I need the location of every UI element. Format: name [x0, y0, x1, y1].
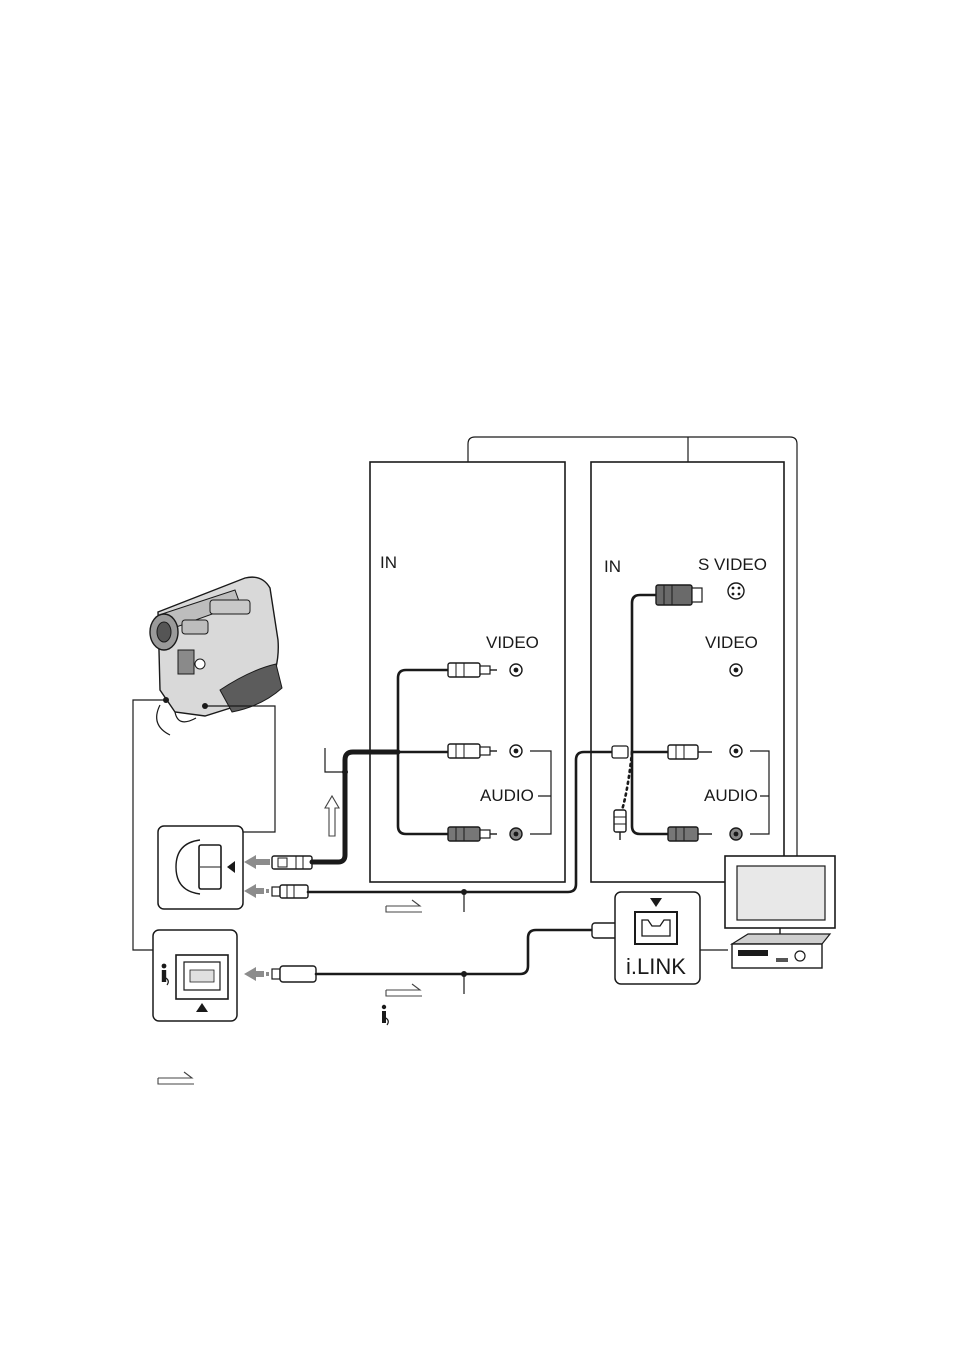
plug-insert-arrows: [244, 855, 270, 981]
legend-flow-arrow-icon: [158, 1072, 194, 1084]
jack-audio-r-left: [510, 828, 522, 840]
ilink-device-port: i.LINK: [615, 892, 700, 984]
dv-ilink-connector: [153, 930, 237, 1021]
av-remote-connector: [158, 826, 243, 909]
jack-audio-l-left: [510, 745, 522, 757]
insert-arrow-av-icon: [244, 855, 270, 869]
ilink-device-label: i.LINK: [626, 954, 686, 979]
flow-arrow-up-icon: [325, 796, 339, 836]
signal-flow-arrow-ilink-icon: [386, 984, 422, 996]
vcr-right-video-label: VIDEO: [705, 633, 758, 652]
i-link-icon: [382, 1005, 388, 1025]
ilink-cable: [272, 923, 628, 994]
insert-arrow-remote-icon: [244, 884, 264, 898]
jack-video-left: [510, 664, 522, 676]
vcr-left-audio-label: AUDIO: [480, 786, 534, 805]
vcr-left-video-label: VIDEO: [486, 633, 539, 652]
camcorder-icon: [150, 577, 282, 735]
jack-video-right: [730, 664, 742, 676]
vcr-right-in-label: IN: [604, 557, 621, 576]
jack-audio-r-right: [730, 828, 742, 840]
callout-line-av: [205, 706, 275, 832]
vcr-left-in-label: IN: [380, 553, 397, 572]
svideo-plug: [656, 585, 702, 605]
insert-arrow-dv-icon: [244, 967, 264, 981]
vcr-right-svideo-label: S VIDEO: [698, 555, 767, 574]
jack-audio-l-right: [730, 745, 742, 757]
jack-svideo-right: [728, 583, 744, 599]
callout-line-ilink: [133, 700, 166, 950]
vcr-right-audio-label: AUDIO: [704, 786, 758, 805]
tv-vcr-icon: [725, 856, 835, 968]
signal-flow-arrow-icon: [386, 900, 422, 912]
